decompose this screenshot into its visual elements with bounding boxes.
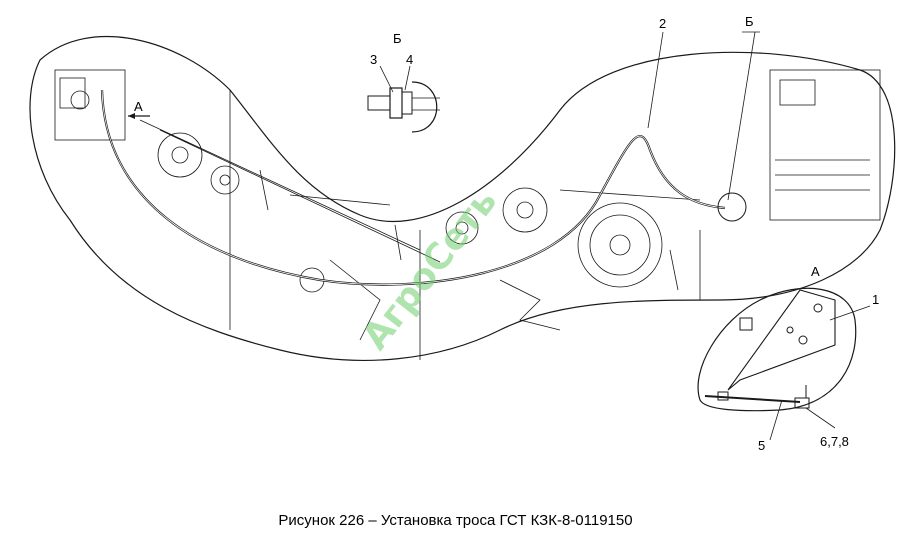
view-a-main-label: А [134,99,143,114]
figure-caption: Рисунок 226 – Установка троса ГСТ КЗК-8-… [278,512,633,529]
view-b-main-label: Б [745,14,754,29]
detail-b-circle [717,192,747,222]
callout-2-leader [647,31,664,129]
view-a-marker: А [128,99,150,119]
view-a-inset-label: А [811,264,820,279]
callout-3: 3 [370,52,377,67]
callout-5: 5 [758,438,765,453]
callout-2: 2 [659,16,666,31]
view-b-detail-label: Б [393,31,402,46]
machinery-details [54,69,881,360]
callout-1: 1 [872,292,879,307]
cable-route [100,89,726,286]
callout-4: 4 [406,52,413,67]
callout-6-7-8: 6,7,8 [820,434,849,449]
detail-b: Б 3 4 [367,31,440,133]
detail-b-leader [727,31,756,201]
inset-a: А 1 5 6,7,8 [697,264,879,453]
watermark: АгроСеть [355,181,505,357]
main-view-outline [29,35,896,361]
cable-route-inner [101,89,726,285]
